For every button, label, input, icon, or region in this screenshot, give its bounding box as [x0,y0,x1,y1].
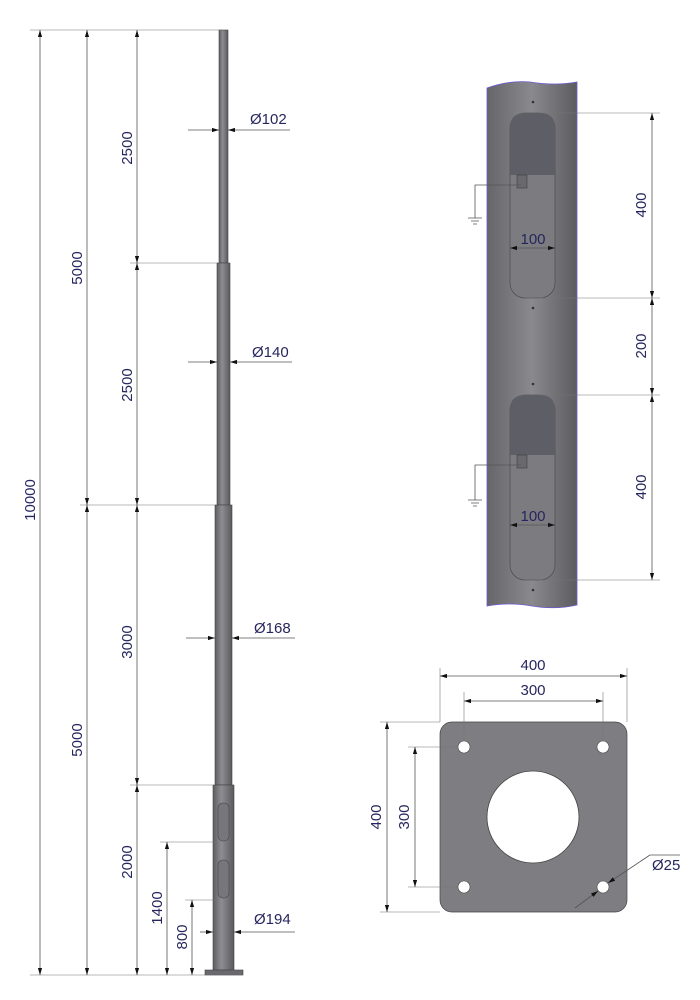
pole-top-section [218,29,229,264]
door-cover-1 [510,113,555,175]
dim-upper-half: 5000 [69,251,86,284]
dim-door1-width: 100 [520,231,545,248]
dim-plate-height: 400 [368,804,385,829]
dim-diameter-lower: Ø168 [254,620,291,637]
pole-base-flange [204,969,244,976]
pole-elevation: 10000 5000 5000 2500 2500 3000 2000 1400… [22,29,295,976]
dim-diameter-mid: Ø140 [252,344,289,361]
door-cover-2 [510,395,555,455]
door-opening-lower [217,859,230,899]
bolt-hole [457,740,471,754]
bolt-hole [457,880,471,894]
dim-seg-base: 2000 [119,845,136,878]
door-opening-upper [217,802,230,842]
base-plate: 400 300 400 300 Ø25 [368,657,680,913]
dim-door-lower: 800 [174,924,191,949]
dim-door-upper: 1400 [149,891,166,924]
dim-plate-width: 400 [520,657,545,674]
dim-lower-half: 5000 [69,723,86,756]
dim-door1-height: 400 [633,192,650,217]
door-detail: 400 200 400 100 100 [468,81,660,609]
dim-door2-height: 400 [633,474,650,499]
dim-door-gap: 200 [633,333,650,358]
dim-bolt-hole-diameter: Ø25 [652,857,680,874]
dim-seg-lower: 3000 [119,625,136,658]
dim-diameter-top: Ø102 [250,111,287,128]
pole-middle-section [216,262,231,506]
ground-icon [468,184,521,225]
dim-bolt-spacing-y: 300 [396,804,413,829]
dim-bolt-spacing-x: 300 [520,682,545,699]
dim-diameter-base: Ø194 [254,911,291,928]
dim-seg-mid: 2500 [119,368,136,401]
bolt-hole [596,880,610,894]
dim-door2-width: 100 [520,508,545,525]
bolt-hole [596,740,610,754]
ground-lug-2 [516,454,528,469]
dim-seg-top: 2500 [119,131,136,164]
pole-lower-section [214,504,233,786]
ground-lug-1 [516,174,528,189]
dim-total-height: 10000 [22,479,39,521]
ground-icon [468,464,521,507]
base-plate-center-hole [486,770,580,864]
